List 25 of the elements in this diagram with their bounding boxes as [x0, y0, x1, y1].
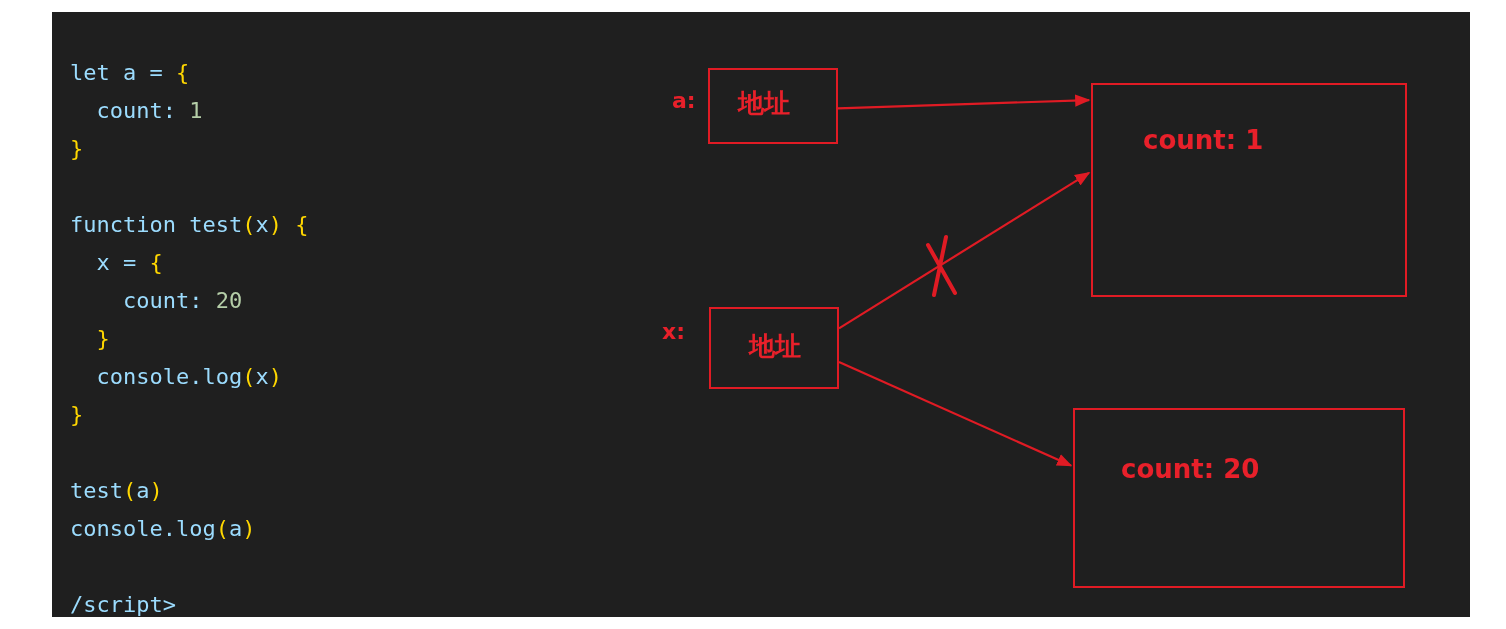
code-line: function test(x) { [70, 212, 309, 238]
code-line: let a = { [70, 60, 190, 86]
box-text: 地址 [749, 330, 801, 363]
code-line: /script> [70, 592, 176, 617]
code-line: count: 1 [95, 98, 203, 124]
memory-box [1091, 83, 1407, 297]
box-text: count: 1 [1143, 125, 1264, 155]
variable-label: a: [672, 88, 696, 113]
arrow [838, 360, 1073, 467]
box-text: 地址 [738, 87, 790, 120]
code-line: x = { [95, 250, 163, 276]
memory-box [1073, 408, 1405, 588]
code-line: test(a) [70, 478, 163, 504]
arrow [838, 171, 1091, 330]
code-line: } [70, 136, 84, 162]
variable-label: x: [662, 319, 685, 344]
code-line: console.log(a) [70, 516, 256, 542]
memory-box [709, 307, 839, 389]
code-line: count: 20 [121, 288, 243, 314]
code-line: console.log(x) [95, 364, 282, 390]
box-text: count: 20 [1121, 454, 1260, 484]
code-line: } [70, 402, 84, 428]
memory-box [708, 68, 838, 144]
arrow [837, 94, 1091, 110]
code-line: } [95, 326, 110, 352]
